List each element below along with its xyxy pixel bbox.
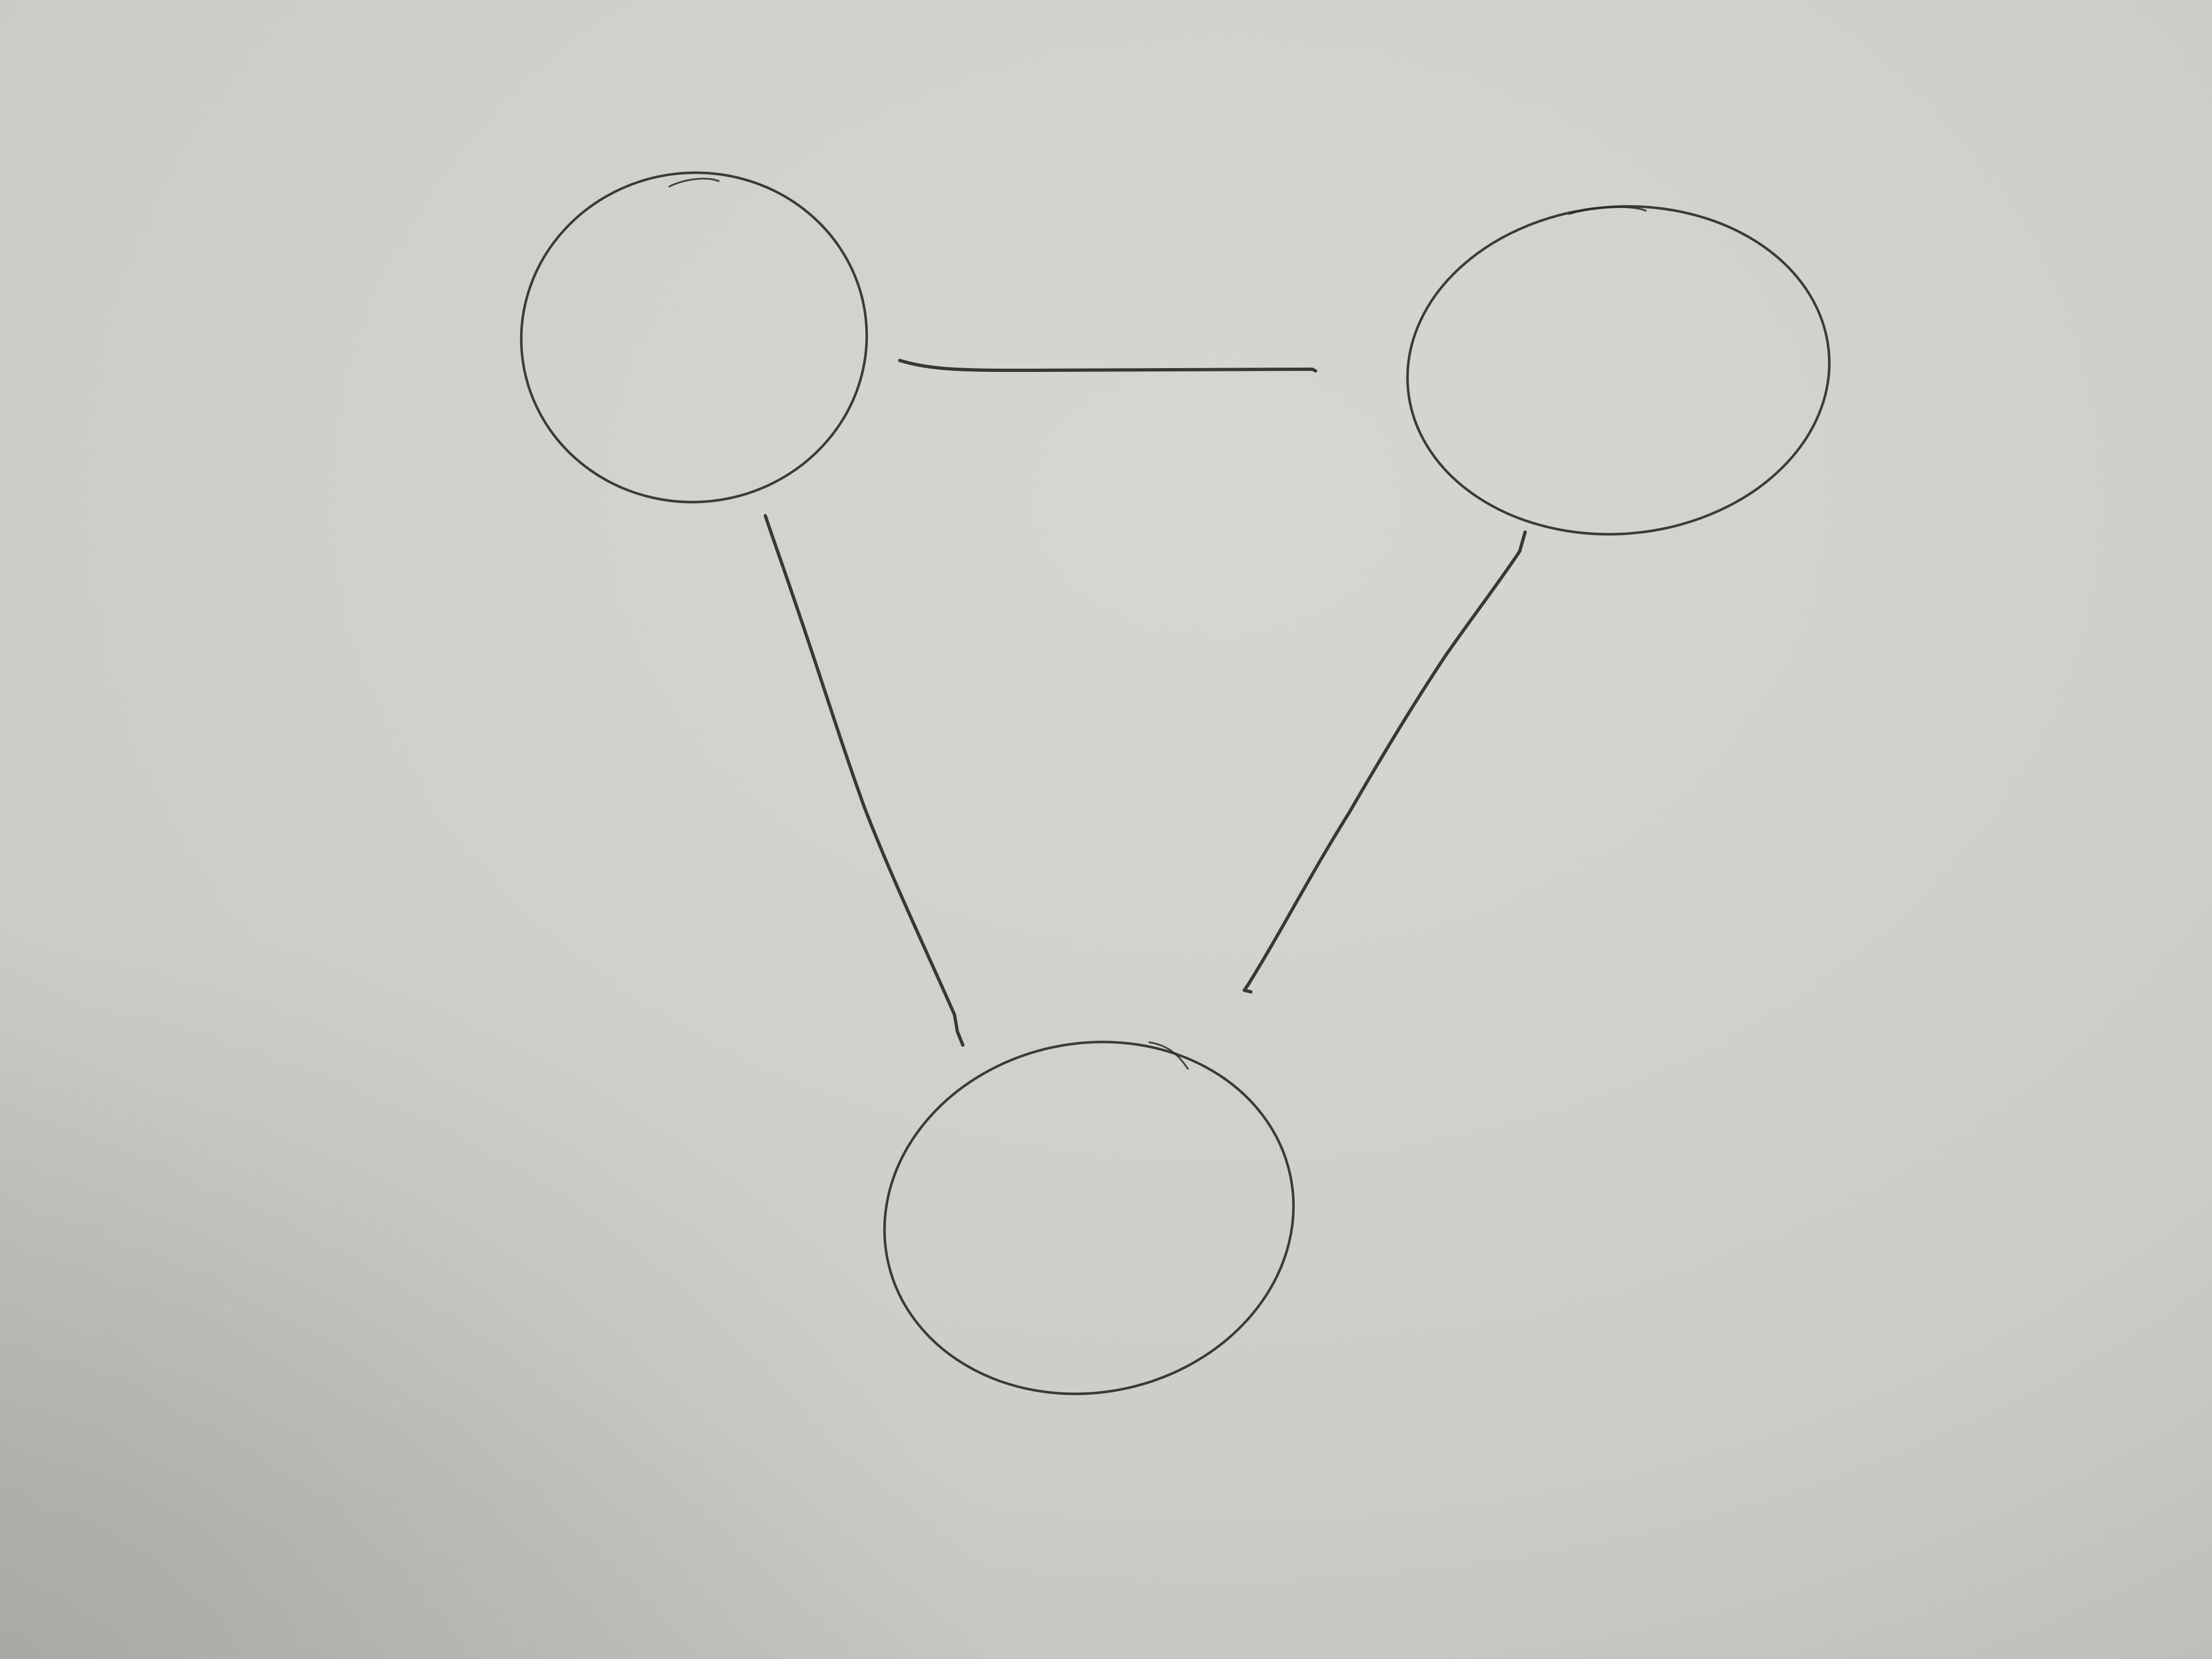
node-top-left	[520, 171, 868, 504]
node-top-right	[1406, 205, 1831, 536]
edge-top-left-to-bottom	[764, 514, 964, 1047]
node-bottom-stroke-tail	[1148, 1041, 1189, 1070]
node-top-left-stroke-tail	[668, 178, 720, 188]
edge-top-right-to-bottom	[1243, 531, 1527, 994]
node-top-right-stroke-tail	[1568, 206, 1647, 215]
node-bottom-circle	[883, 1041, 1295, 1395]
edge-top-left-to-top-right	[898, 359, 1317, 373]
node-top-left-circle	[520, 171, 868, 504]
node-bottom	[883, 1041, 1295, 1395]
